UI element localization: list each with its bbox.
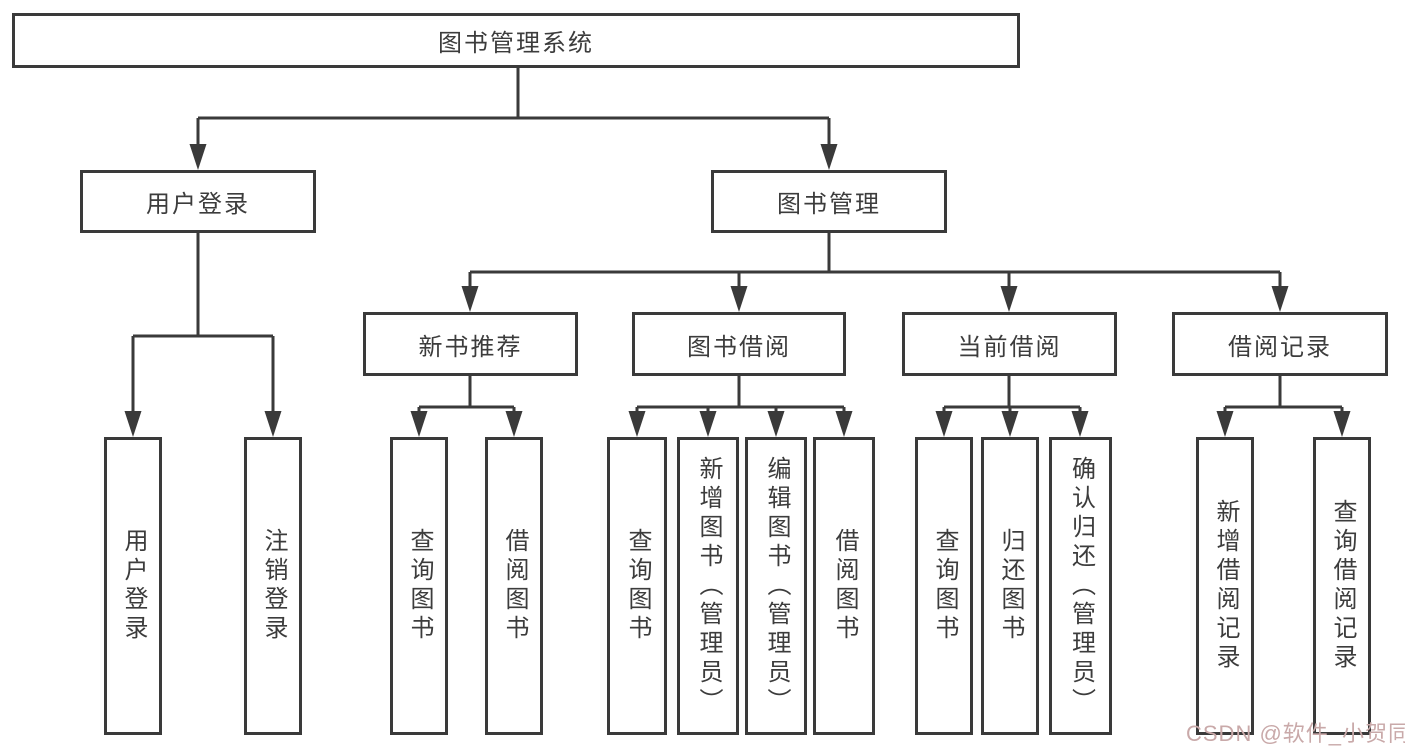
node-current-borrow-label: 当前借阅 [957, 333, 1062, 361]
leaf-logout: 注销登录 [244, 437, 302, 735]
leaf-user-login-label: 用户登录 [120, 528, 147, 644]
node-book-management: 图书管理 [711, 170, 947, 233]
leaf-borrow-books: 借阅图书 [813, 437, 875, 735]
leaf-query-books-current-label: 查询图书 [931, 528, 958, 644]
leaf-query-borrow-record: 查询借阅记录 [1313, 437, 1371, 735]
leaf-confirm-return-admin: 确认归还（管理员） [1049, 437, 1112, 735]
leaf-query-borrow-record-label: 查询借阅记录 [1329, 499, 1356, 673]
leaf-user-login: 用户登录 [104, 437, 162, 735]
node-user-login-label: 用户登录 [146, 191, 250, 218]
leaf-query-books-current: 查询图书 [915, 437, 973, 735]
node-new-book-recommend: 新书推荐 [363, 312, 578, 376]
leaf-query-books-recommend: 查询图书 [390, 437, 448, 735]
leaf-edit-book-admin: 编辑图书（管理员） [745, 437, 807, 735]
node-root: 图书管理系统 [12, 13, 1020, 68]
node-new-book-recommend-label: 新书推荐 [418, 333, 523, 361]
leaf-query-books-borrow: 查询图书 [607, 437, 667, 735]
node-borrow-record-label: 借阅记录 [1228, 333, 1332, 361]
leaf-query-books-recommend-label: 查询图书 [406, 528, 433, 644]
node-user-login: 用户登录 [80, 170, 316, 233]
leaf-return-book-label: 归还图书 [997, 528, 1024, 644]
leaf-add-book-admin: 新增图书（管理员） [677, 437, 739, 735]
leaf-confirm-return-admin-label: 确认归还（管理员） [1067, 455, 1095, 717]
leaf-logout-label: 注销登录 [260, 528, 287, 644]
node-root-label: 图书管理系统 [438, 30, 594, 57]
leaf-borrow-books-recommend: 借阅图书 [485, 437, 543, 735]
node-book-management-label: 图书管理 [777, 191, 881, 218]
leaf-add-borrow-record-label: 新增借阅记录 [1212, 499, 1239, 673]
csdn-watermark: CSDN @软件_小贺同学 [1186, 721, 1405, 746]
leaf-borrow-books-recommend-label: 借阅图书 [501, 528, 528, 644]
leaf-add-borrow-record: 新增借阅记录 [1196, 437, 1254, 735]
node-book-borrow-label: 图书借阅 [687, 333, 791, 361]
leaf-return-book: 归还图书 [981, 437, 1039, 735]
leaf-edit-book-admin-label: 编辑图书（管理员） [763, 455, 790, 717]
leaf-borrow-books-label: 借阅图书 [831, 528, 858, 644]
node-borrow-record: 借阅记录 [1172, 312, 1388, 376]
node-book-borrow: 图书借阅 [632, 312, 846, 376]
leaf-query-books-borrow-label: 查询图书 [624, 528, 651, 644]
leaf-add-book-admin-label: 新增图书（管理员） [695, 455, 722, 717]
node-current-borrow: 当前借阅 [902, 312, 1117, 376]
